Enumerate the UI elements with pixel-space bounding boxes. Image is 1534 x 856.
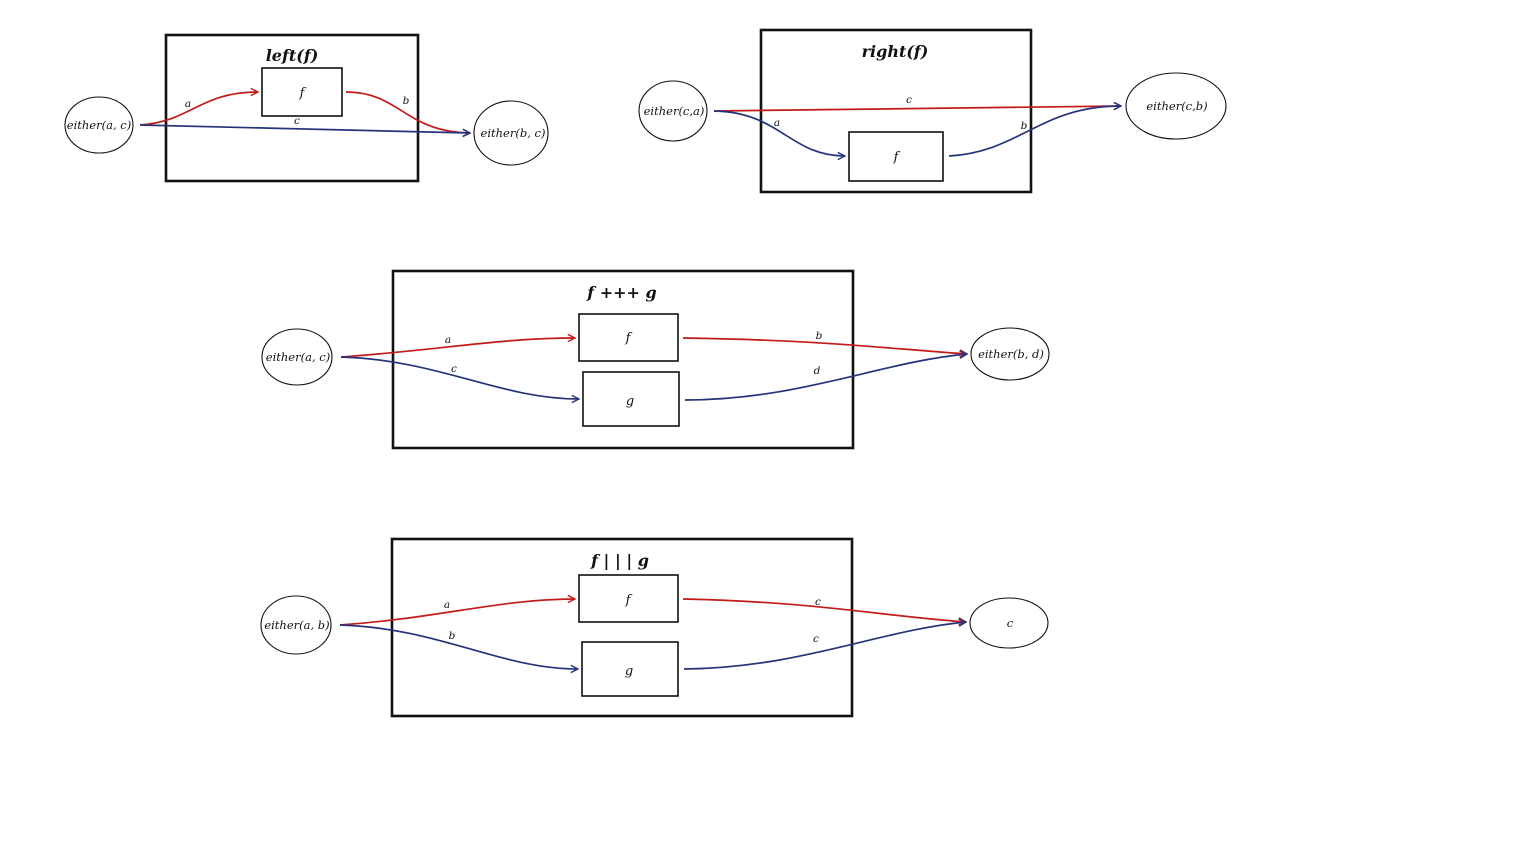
left-output-node (473, 100, 549, 166)
plus-input-node (261, 328, 333, 386)
fanin-input-label: either(a, b) (264, 618, 329, 632)
fanin-input-node (260, 595, 332, 655)
left-edge-a (139, 92, 258, 126)
plus-edge-d-label: d (814, 365, 821, 377)
left-output-label: either(b, c) (481, 126, 546, 140)
right-edge-a-label: a (774, 117, 780, 129)
fanin-box-f (578, 574, 679, 623)
right-edge-c-label: c (906, 94, 912, 106)
plus-frame (391, 269, 855, 450)
fanin-output-label: c (1007, 616, 1014, 630)
plus-box-f-label: f (625, 331, 633, 346)
left-edge-b-label: b (403, 95, 410, 107)
right-output-node (1125, 72, 1227, 140)
right-edge-c (713, 106, 1121, 112)
left-edge-b (345, 91, 470, 133)
plus-diagram: f +++ g f g either(a, c) either(b, d) a … (261, 269, 1050, 450)
left-input-node (64, 96, 134, 154)
right-output-label: either(c,b) (1146, 99, 1207, 113)
right-box-f-label: f (893, 150, 901, 165)
plus-edge-c (340, 356, 579, 399)
left-frame (164, 33, 420, 183)
fanin-diagram: f | | | g f g either(a, b) c a b c c (260, 537, 1049, 718)
fanin-output-node (969, 597, 1049, 649)
plus-edge-a-label: a (445, 334, 451, 346)
left-input-label: either(a, c) (67, 118, 131, 132)
plus-edge-b (682, 337, 967, 354)
plus-box-f (578, 313, 679, 362)
plus-title: f +++ g (586, 283, 656, 302)
fanin-box-f-label: f (625, 593, 633, 608)
right-diagram: right(f) f either(c,a) either(c,b) c a b (638, 28, 1227, 194)
left-edge-a-label: a (185, 98, 191, 110)
fanin-edge-c1 (682, 598, 966, 622)
right-box-f (848, 131, 944, 182)
fanin-frame (390, 537, 854, 718)
fanin-edge-b (339, 624, 578, 669)
right-title: right(f) (862, 42, 929, 61)
plus-box-g (582, 371, 680, 427)
left-edge-c-label: c (294, 115, 300, 127)
plus-edge-a (340, 338, 575, 358)
left-box-f-label: f (299, 86, 307, 101)
fanin-title: f | | | g (590, 551, 649, 570)
left-edge-c (139, 124, 470, 133)
plus-edge-d (684, 354, 967, 401)
plus-output-node (970, 327, 1050, 381)
fanin-box-g (581, 641, 679, 697)
fanin-edge-b-label: b (449, 630, 456, 642)
plus-edge-c-label: c (451, 363, 457, 375)
right-edge-b-label: b (1021, 120, 1028, 132)
right-input-label: either(c,a) (644, 104, 705, 118)
plus-input-label: either(a, c) (266, 350, 330, 364)
fanin-edge-c2-label: c (813, 633, 819, 645)
left-diagram: left(f) f either(a, c) either(b, c) a b … (64, 33, 549, 183)
right-edge-b (948, 106, 1121, 157)
left-title: left(f) (266, 46, 319, 65)
right-input-node (638, 80, 708, 142)
right-edge-a (713, 110, 845, 156)
plus-output-label: either(b, d) (978, 347, 1044, 361)
fanin-edge-c2 (683, 622, 966, 670)
fanin-edge-c1-label: c (815, 596, 821, 608)
left-box-f (261, 67, 343, 117)
fanin-edge-a (339, 599, 575, 626)
plus-box-g-label: g (626, 394, 634, 409)
fanin-box-g-label: g (625, 664, 633, 679)
plus-edge-b-label: b (816, 330, 823, 342)
fanin-edge-a-label: a (444, 599, 450, 611)
